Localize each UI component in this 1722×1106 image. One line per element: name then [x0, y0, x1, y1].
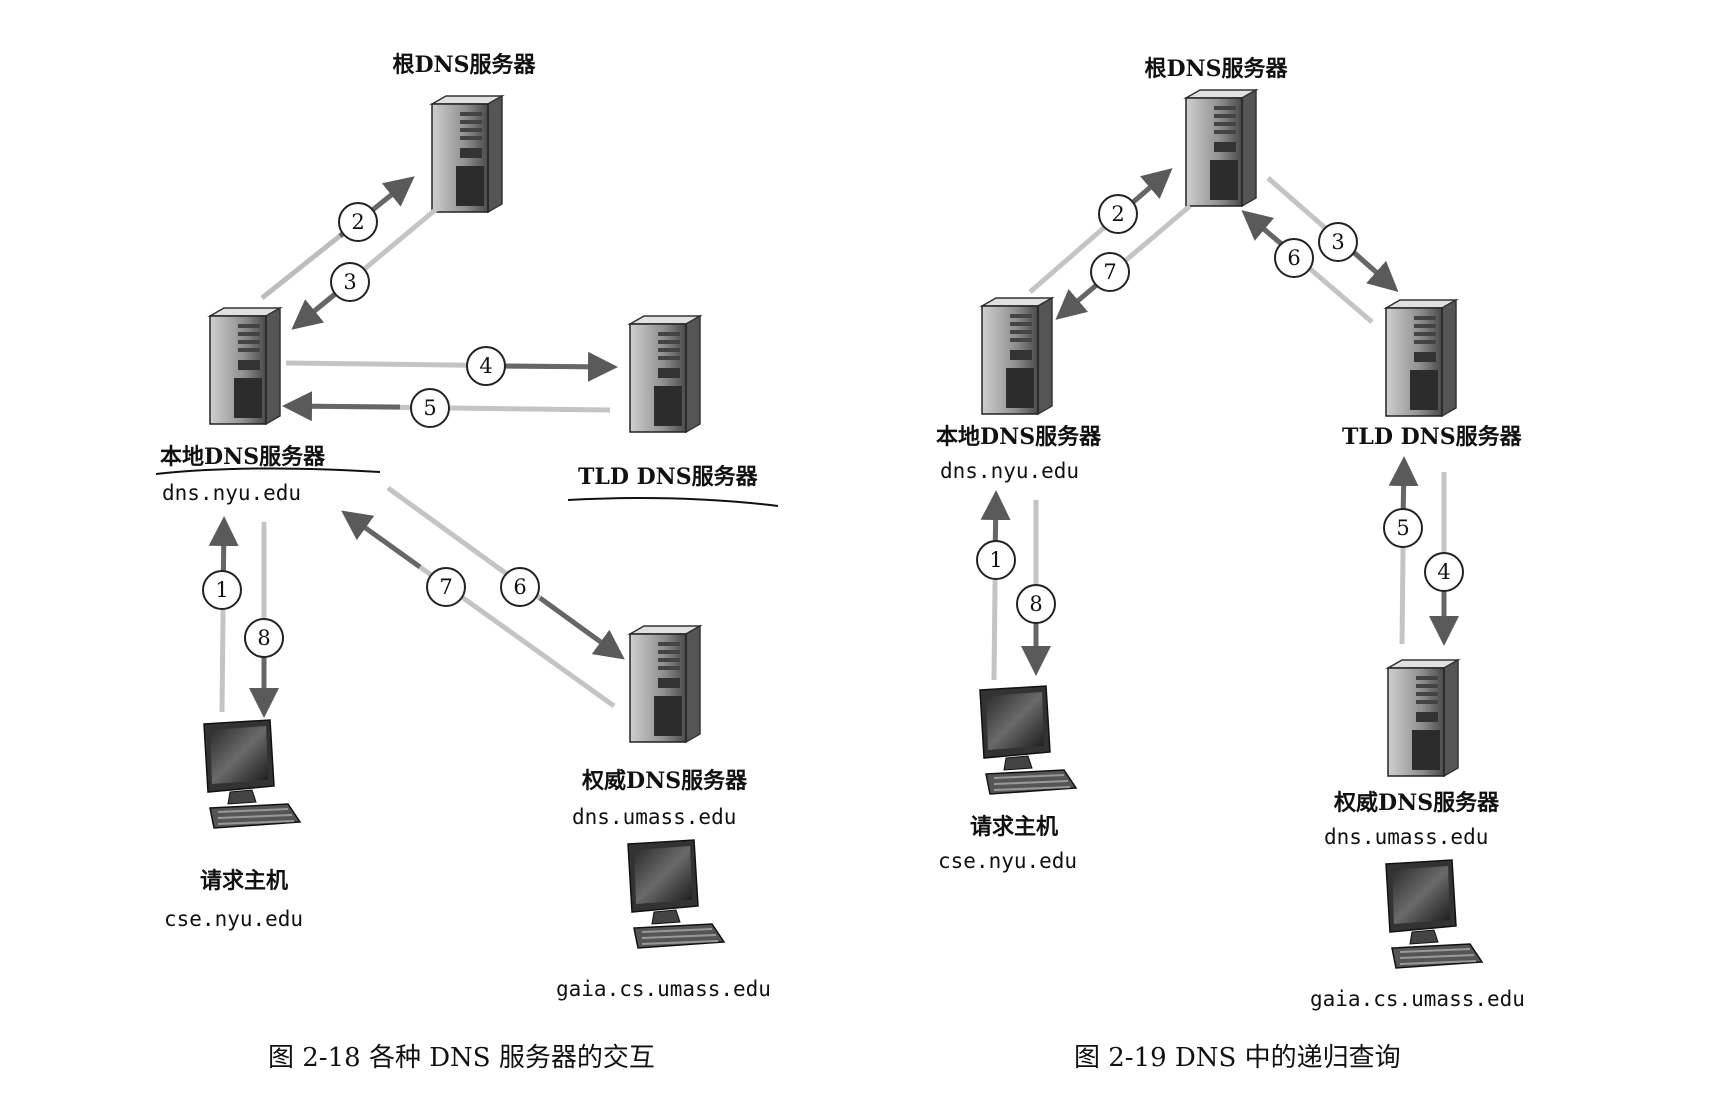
svg-text:1: 1	[989, 548, 1002, 572]
left-step-3: 3	[330, 262, 370, 302]
right-req-host: cse.nyu.edu	[938, 849, 1077, 873]
svg-text:6: 6	[513, 575, 526, 599]
left-local-server-icon	[209, 307, 281, 425]
left-step-7: 7	[426, 567, 466, 607]
svg-text:7: 7	[439, 575, 452, 599]
svg-text:8: 8	[1029, 592, 1042, 616]
left-root-label: 根DNS服务器	[392, 52, 536, 78]
svg-text:3: 3	[1331, 230, 1344, 254]
right-step-6: 6	[1274, 238, 1314, 278]
left-target-host: gaia.cs.umass.edu	[556, 977, 771, 1001]
right-step-7: 7	[1090, 252, 1130, 292]
right-step-4: 4	[1424, 552, 1464, 592]
left-req-label: 请求主机	[200, 868, 288, 894]
left-arrow-4	[499, 351, 618, 382]
left-arrow-7	[341, 510, 422, 570]
right-step-1: 1	[976, 540, 1016, 580]
right-local-host: dns.nyu.edu	[940, 459, 1079, 483]
left-requesting-host-icon	[203, 719, 301, 829]
left-root-server-icon	[431, 95, 503, 213]
right-step-8: 8	[1016, 584, 1056, 624]
left-tld-server-icon	[629, 315, 701, 433]
left-local-host: dns.nyu.edu	[162, 481, 301, 505]
svg-text:2: 2	[351, 210, 364, 234]
svg-text:2: 2	[1111, 202, 1124, 226]
left-diagram: 2 3 4 5 6 7 1 8 根DNS服务器	[155, 52, 779, 1073]
right-auth-label: 权威DNS服务器	[1333, 790, 1500, 816]
left-auth-server-icon	[629, 625, 701, 743]
left-arrow-6	[538, 595, 625, 660]
right-arrow-7	[1055, 280, 1102, 320]
left-step-8: 8	[244, 618, 284, 658]
right-target-host: gaia.cs.umass.edu	[1310, 987, 1525, 1011]
right-caption: 图 2-19 DNS 中的递归查询	[1074, 1043, 1401, 1073]
left-caption: 图 2-18 各种 DNS 服务器的交互	[268, 1043, 655, 1073]
left-step-6: 6	[500, 567, 540, 607]
right-target-host-icon	[1385, 859, 1483, 969]
svg-text:5: 5	[423, 396, 436, 420]
left-auth-host: dns.umass.edu	[572, 805, 736, 829]
left-step-5: 5	[410, 388, 450, 428]
left-step-4: 4	[466, 346, 506, 386]
right-auth-host: dns.umass.edu	[1324, 825, 1488, 849]
right-step-5: 5	[1383, 508, 1423, 548]
svg-text:7: 7	[1103, 260, 1116, 284]
right-req-label: 请求主机	[970, 814, 1058, 840]
right-tld-label: TLD DNS服务器	[1342, 424, 1523, 450]
svg-text:6: 6	[1287, 246, 1300, 270]
svg-text:5: 5	[1396, 516, 1409, 540]
left-target-host-icon	[627, 839, 725, 949]
right-tld-server-icon	[1385, 299, 1457, 417]
right-diagram: 2 7 3 6 1 8 5 4 根DNS服务器	[936, 56, 1525, 1073]
left-step-2: 2	[338, 202, 378, 242]
right-root-server-icon	[1185, 89, 1257, 207]
left-tld-underline	[567, 497, 779, 507]
left-arrow-5	[282, 391, 401, 422]
left-req-host: cse.nyu.edu	[164, 907, 303, 931]
left-step-1: 1	[202, 570, 242, 610]
svg-text:4: 4	[1437, 560, 1450, 584]
left-tld-label: TLD DNS服务器	[578, 464, 759, 490]
right-local-server-icon	[981, 297, 1053, 415]
right-arrow-6	[1241, 210, 1286, 248]
svg-text:1: 1	[215, 578, 228, 602]
svg-text:4: 4	[479, 354, 492, 378]
right-step-3: 3	[1318, 222, 1358, 262]
right-requesting-host-icon	[979, 685, 1077, 795]
svg-text:3: 3	[343, 270, 356, 294]
svg-text:8: 8	[257, 626, 270, 650]
right-step-2: 2	[1098, 194, 1138, 234]
right-auth-server-icon	[1387, 659, 1459, 777]
left-auth-label: 权威DNS服务器	[581, 768, 748, 794]
left-local-underline	[155, 467, 381, 475]
left-local-label: 本地DNS服务器	[160, 444, 326, 470]
right-local-label: 本地DNS服务器	[936, 424, 1102, 450]
right-root-label: 根DNS服务器	[1144, 56, 1288, 82]
